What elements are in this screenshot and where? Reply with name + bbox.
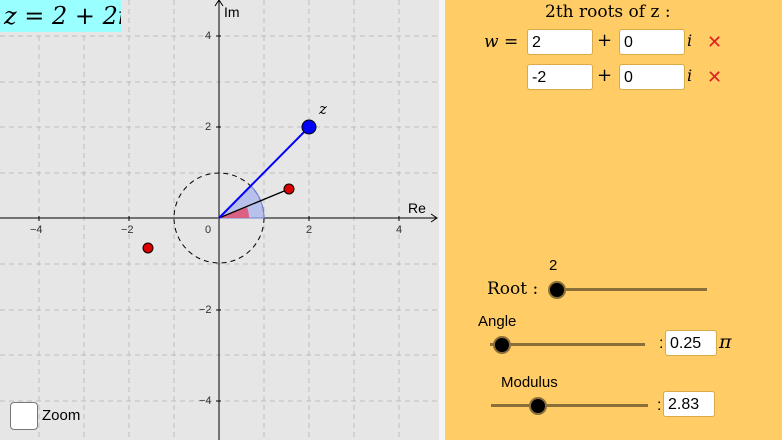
coordinate-plane[interactable] xyxy=(0,0,439,440)
angle-slider-label: Angle xyxy=(478,313,517,330)
imaginary-axis-label: Im xyxy=(224,4,240,20)
z-point[interactable] xyxy=(301,119,317,135)
root-slider-track[interactable] xyxy=(555,288,707,291)
root-2-imag-input[interactable]: 0 xyxy=(619,64,685,90)
modulus-slider-label: Modulus xyxy=(501,374,558,391)
root-1-imag-input[interactable]: 0 xyxy=(619,29,685,55)
angle-slider-handle[interactable] xyxy=(493,336,511,354)
root-2-real-input[interactable]: -2 xyxy=(527,64,593,90)
view-divider[interactable] xyxy=(439,0,445,440)
zoom-checkbox[interactable] xyxy=(10,402,38,430)
zoom-label: Zoom xyxy=(42,407,81,424)
origin-label: 0 xyxy=(205,224,212,236)
delete-icon[interactable]: ✕ xyxy=(707,32,723,52)
root-slider-handle[interactable] xyxy=(548,281,566,299)
w-label: w = xyxy=(484,32,519,52)
delete-icon[interactable]: ✕ xyxy=(707,67,723,87)
y-tick-label: 4 xyxy=(205,30,212,42)
modulus-input[interactable]: 2.83 xyxy=(663,391,715,417)
y-tick-label: −4 xyxy=(199,395,212,407)
y-tick-label: −2 xyxy=(199,304,212,316)
real-axis-arrow-icon xyxy=(430,213,438,223)
colon: : xyxy=(659,335,664,352)
root-point-2 xyxy=(142,242,154,254)
plus-sign: + xyxy=(597,65,613,86)
modulus-slider-handle[interactable] xyxy=(529,397,547,415)
imaginary-axis-arrow-icon xyxy=(214,0,224,7)
angle-input[interactable]: 0.25 xyxy=(665,330,717,356)
x-tick-label: 4 xyxy=(396,224,403,236)
angle-slider-track[interactable] xyxy=(490,343,645,346)
pi-symbol: π xyxy=(719,331,732,353)
root-slider-label: Root : xyxy=(487,279,539,299)
root-slider-value: 2 xyxy=(549,257,558,274)
control-panel: 2th roots of z : w = 2 + 0 i ✕ -2 + 0 i … xyxy=(445,0,782,440)
imaginary-unit: i xyxy=(687,31,693,50)
y-tick-label: 2 xyxy=(205,121,212,133)
modulus-slider-track[interactable] xyxy=(491,404,648,407)
x-tick-label: −4 xyxy=(30,224,43,236)
root-segment xyxy=(218,188,290,219)
imaginary-unit: i xyxy=(687,66,693,85)
colon: : xyxy=(657,397,662,414)
z-title: z = 2 + 2i xyxy=(0,0,121,32)
roots-heading: 2th roots of z : xyxy=(545,2,671,22)
z-vector xyxy=(218,126,310,219)
x-tick-label: 2 xyxy=(306,224,313,236)
tick-marks xyxy=(38,35,400,402)
x-tick-label: −2 xyxy=(121,224,134,236)
root-1-real-input[interactable]: 2 xyxy=(527,29,593,55)
real-axis-label: Re xyxy=(408,200,426,216)
z-point-label: z xyxy=(319,100,327,118)
plus-sign: + xyxy=(597,30,613,51)
root-point-1 xyxy=(283,183,295,195)
graphics-view[interactable]: z = 2 + 2i Im Re z −4 −2 0 2 4 4 2 −2 −4… xyxy=(0,0,439,440)
